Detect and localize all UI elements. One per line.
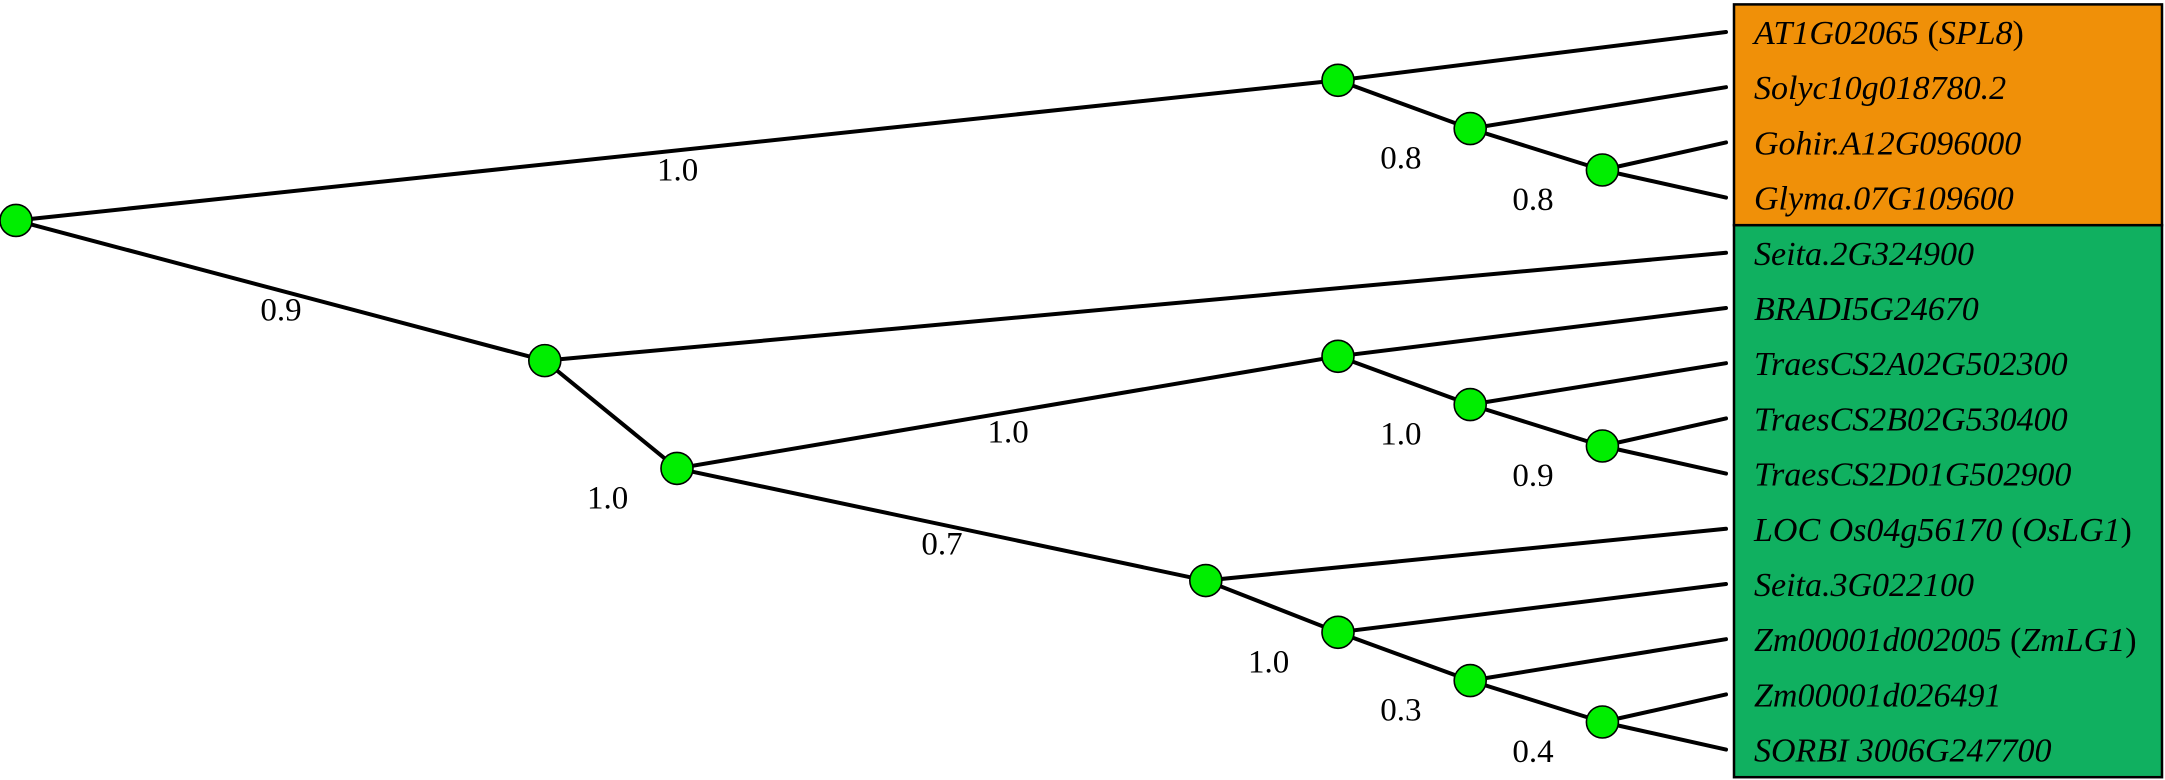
tree-node-n_pan [1189, 563, 1223, 598]
leaf-label-part: ( [2002, 512, 2022, 549]
branch-n_mono-L4 [542, 250, 1728, 363]
branch-n_p2-n_p3 [1336, 630, 1473, 683]
branch-n_c1b-L1 [1468, 85, 1728, 131]
clade-box-c1 [1732, 3, 2164, 227]
leaf-label-part: AT1G02065 [1752, 15, 1919, 52]
branch-n_p4-L13 [1600, 720, 1728, 752]
branch-n_c1c-L2 [1600, 140, 1728, 172]
tree-node-n_m2 [660, 451, 694, 486]
tree-node-n_p4 [1585, 705, 1620, 739]
support-value-n_p4: 0.4 [1512, 734, 1553, 770]
leaf-label-0: AT1G02065 (SPL8) [1752, 15, 2024, 52]
leaf-label-7: TraesCS2B02G530400 [1754, 401, 2068, 438]
support-value-n_c1b: 0.8 [1380, 141, 1421, 177]
support-value-n_m2: 1.0 [587, 480, 628, 516]
branch-n_p4-L12 [1600, 692, 1728, 724]
branch-n_mono-n_m2 [542, 358, 679, 471]
leaf-label-part: ZmLG1 [2021, 622, 2125, 659]
branch-n_c1c-L3 [1600, 168, 1728, 200]
branch-n_c1-L0 [1336, 30, 1728, 83]
tree-node-n_c1c [1585, 153, 1620, 187]
branch-root-n_c1 [14, 78, 1340, 223]
tree-node-n_tr2 [1585, 429, 1620, 463]
leaf-label-8: TraesCS2D01G502900 [1754, 457, 2071, 494]
tree-node-n_tr [1453, 387, 1487, 422]
branch-n_tr2-L8 [1600, 444, 1728, 476]
support-value-n_c1c: 0.8 [1512, 182, 1553, 218]
branch-root-n_mono [14, 218, 547, 363]
nodes [0, 63, 1620, 739]
leaf-label-part: ( [1919, 15, 1939, 52]
leaf-label-part: Solyc10g018780.2 [1754, 70, 2006, 107]
leaf-label-5: BRADI5G24670 [1754, 291, 1979, 328]
branch-n_pooid-L5 [1336, 306, 1728, 359]
leaf-label-4: Seita.2G324900 [1754, 236, 1974, 273]
branches [14, 30, 1728, 752]
branch-n_c1b-n_c1c [1468, 126, 1605, 172]
branch-n_pan-L9 [1203, 526, 1728, 583]
leaf-label-part: LOC Os04g56170 [1753, 512, 2002, 549]
support-values: 1.0 0.8 0.8 0.9 1.0 1.0 1.0 0.9 0.7 1.0 0.3 0.4 [260, 141, 1553, 770]
leaf-label-part: Seita.3G022100 [1754, 567, 1974, 604]
branch-n_tr-n_tr2 [1468, 402, 1605, 448]
leaf-label-1: Solyc10g018780.2 [1754, 70, 2006, 107]
leaf-label-6: TraesCS2A02G502300 [1754, 346, 2068, 383]
support-value-n_pooid: 1.0 [988, 414, 1029, 450]
leaf-label-12: Zm00001d026491 [1754, 677, 2001, 714]
tree-node-n_mono [527, 343, 562, 378]
tree-node-n_p3 [1453, 663, 1487, 698]
branch-n_pan-n_p2 [1203, 578, 1340, 635]
clade-boxes [1732, 3, 2164, 779]
leaf-label-part: ) [2121, 512, 2132, 549]
leaf-label-part: ) [2013, 15, 2024, 52]
leaf-label-part: Zm00001d002005 [1754, 622, 2001, 659]
support-value-n_mono: 0.9 [260, 293, 301, 329]
support-value-n_tr2: 0.9 [1512, 458, 1553, 494]
tree-node-n_p2 [1321, 615, 1355, 650]
leaf-label-10: Seita.3G022100 [1754, 567, 1974, 604]
leaf-label-2: Gohir.A12G096000 [1754, 125, 2021, 162]
support-value-n_pan: 0.7 [921, 526, 962, 562]
branch-n_tr2-L7 [1600, 416, 1728, 448]
leaf-label-part: ) [2125, 622, 2136, 659]
leaf-label-3: Glyma.07G109600 [1754, 181, 2014, 218]
leaf-label-part: TraesCS2A02G502300 [1754, 346, 2068, 383]
support-value-n_p3: 0.3 [1380, 693, 1421, 729]
leaf-label-part: Gohir.A12G096000 [1754, 125, 2021, 162]
branch-n_p2-L10 [1336, 582, 1728, 635]
branch-n_m2-n_pan [675, 466, 1208, 583]
leaf-label-13: SORBI 3006G247700 [1754, 733, 2051, 770]
leaf-label-part: OsLG1 [2022, 512, 2120, 549]
tree-node-root [0, 203, 33, 238]
leaf-label-9: LOC Os04g56170 (OsLG1) [1753, 512, 2132, 549]
leaf-label-part: SPL8 [1939, 15, 2013, 52]
support-value-n_tr: 1.0 [1380, 417, 1421, 453]
tree-node-n_pooid [1321, 339, 1355, 374]
leaf-label-part: Seita.2G324900 [1754, 236, 1974, 273]
branch-n_pooid-n_tr [1336, 354, 1473, 407]
branch-n_p3-L11 [1468, 637, 1728, 683]
leaf-label-part: Glyma.07G109600 [1754, 181, 2014, 218]
leaf-label-part: Zm00001d026491 [1754, 677, 2001, 714]
leaf-label-part: TraesCS2D01G502900 [1754, 457, 2071, 494]
branch-n_tr-L6 [1468, 361, 1728, 407]
branch-n_p3-n_p4 [1468, 678, 1605, 724]
leaf-label-part: TraesCS2B02G530400 [1754, 401, 2068, 438]
support-value-n_p2: 1.0 [1248, 644, 1289, 680]
leaf-label-part: ( [2001, 622, 2021, 659]
branch-n_c1-n_c1b [1336, 78, 1473, 131]
clade-box-c2 [1732, 223, 2164, 779]
leaf-label-part: BRADI5G24670 [1754, 291, 1979, 328]
tree-node-n_c1b [1453, 111, 1487, 146]
leaf-label-part: SORBI 3006G247700 [1754, 733, 2051, 770]
support-value-n_c1: 1.0 [657, 152, 698, 188]
tree-node-n_c1 [1321, 63, 1355, 98]
leaf-labels: AT1G02065 (SPL8)Solyc10g018780.2Gohir.A1… [1752, 15, 2137, 770]
leaf-label-11: Zm00001d002005 (ZmLG1) [1754, 622, 2137, 659]
branch-n_m2-n_pooid [675, 354, 1340, 471]
